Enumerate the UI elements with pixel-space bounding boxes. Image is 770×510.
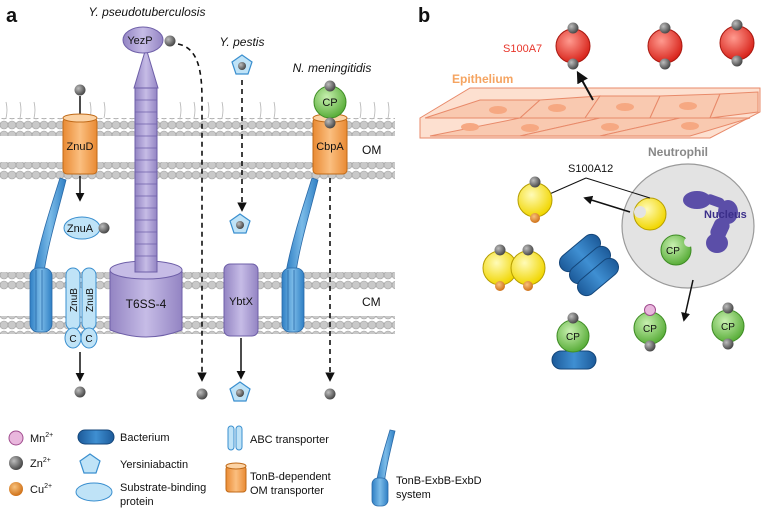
s100a7-secretion-arrow xyxy=(576,70,594,101)
s100a12-in-neutrophil xyxy=(633,197,667,231)
svg-text:Mn2+: Mn2+ xyxy=(30,432,53,445)
s100a7-label: S100A7 xyxy=(503,43,542,55)
cp-with-zinc: CP xyxy=(711,302,745,350)
svg-text:Zn2+: Zn2+ xyxy=(30,457,51,470)
znuc-label-1: C xyxy=(69,334,76,345)
legend-bacterium: Bacterium xyxy=(77,429,170,445)
legend-tonb-exb-system: TonB-ExbB-ExbD system xyxy=(371,429,482,507)
bacteria-cluster xyxy=(559,233,619,297)
znua-label: ZnuA xyxy=(67,223,94,235)
epithelium-label: Epithelium xyxy=(452,72,513,86)
epithelium xyxy=(419,87,761,139)
cm-label: CM xyxy=(362,295,381,309)
panel-a-label: a xyxy=(6,5,18,27)
organism-y-pestis: Y. pestis xyxy=(220,35,265,49)
om-label: OM xyxy=(362,143,381,157)
panel-b-label: b xyxy=(418,5,430,27)
legend-bacterium-text: Bacterium xyxy=(120,432,170,444)
legend-yersiniabactin: Yersiniabactin xyxy=(79,453,188,474)
legend-zn: Zn2+ xyxy=(9,456,51,470)
cp-bound-bacterium: CP xyxy=(551,312,597,370)
legend-tonb-line1: TonB-dependent xyxy=(250,471,331,483)
cp-in-neutrophil: CP xyxy=(660,234,694,266)
legend-mn: Mn2+ xyxy=(8,430,53,446)
cp-label-bound: CP xyxy=(566,332,580,343)
legend-mn-charge: 2+ xyxy=(45,432,53,439)
legend-abc-text: ABC transporter xyxy=(250,434,329,446)
legend-cu: Cu2+ xyxy=(9,482,52,496)
cp-label-zn: CP xyxy=(721,322,735,333)
legend-yersiniabactin-text: Yersiniabactin xyxy=(120,459,188,471)
cp-label-mn: CP xyxy=(643,324,657,335)
legend-exb-line1: TonB-ExbB-ExbD xyxy=(396,475,482,487)
t6ss4-system: T6SS-4 xyxy=(109,46,183,338)
s100a7-proteins xyxy=(555,19,755,70)
cp-release-arrow xyxy=(681,279,694,322)
neutrophil-label: Neutrophil xyxy=(648,145,708,159)
yersiniabactin-pathway: YbtX xyxy=(223,54,259,402)
legend-tonb-line2: OM transporter xyxy=(250,485,324,497)
legend-substrate-line1: Substrate-binding xyxy=(120,482,206,494)
legend-mn-text: Mn xyxy=(30,433,45,445)
legend-abc-transporter: ABC transporter xyxy=(227,425,329,451)
nucleus-label: Nucleus xyxy=(704,209,747,221)
cp-label-neutrophil: CP xyxy=(666,246,680,257)
ybtx-label: YbtX xyxy=(229,296,254,308)
legend-substrate-line2: protein xyxy=(120,496,154,508)
neutrophil-cell xyxy=(621,163,755,289)
legend-exb-line2: system xyxy=(396,489,431,501)
organism-n-meningitidis: N. meningitidis xyxy=(293,61,372,75)
cp-label-panel-a: CP xyxy=(322,97,337,109)
legend-substrate-binding: Substrate-binding protein xyxy=(75,482,206,508)
znub-abc-transporter: ZnuB ZnuB C C xyxy=(64,267,98,398)
znud-transporter: ZnuD xyxy=(62,84,98,202)
s100a12-release-arrow xyxy=(583,195,631,213)
organism-y-pseudotuberculosis: Y. pseudotuberculosis xyxy=(89,5,206,19)
legend-zn-text: Zn xyxy=(30,458,43,470)
s100a12-pointer-lines xyxy=(544,177,651,199)
znud-label: ZnuD xyxy=(67,141,94,153)
legend-cu-text: Cu xyxy=(30,484,44,496)
svg-text:Cu2+: Cu2+ xyxy=(30,483,52,496)
znub-label-1: ZnuB xyxy=(69,288,80,312)
yezp-protein: YezP xyxy=(122,26,208,400)
cbpa-transporter: CbpA CP xyxy=(312,80,348,400)
s100a12-released xyxy=(517,176,553,223)
cbpa-label: CbpA xyxy=(316,141,344,153)
t6ss-label: T6SS-4 xyxy=(126,297,167,311)
cytoplasmic-membrane xyxy=(0,272,395,334)
cp-with-manganese: CP xyxy=(633,304,667,352)
yezp-label: YezP xyxy=(127,35,152,47)
tonb-exb-system-right xyxy=(281,177,319,333)
legend-zn-charge: 2+ xyxy=(43,457,51,464)
znua-protein: ZnuA xyxy=(63,216,110,240)
s100a12-label: S100A12 xyxy=(568,163,613,175)
tonb-exb-system-left xyxy=(29,177,67,333)
s100a12-dimer xyxy=(482,244,546,291)
legend-cu-charge: 2+ xyxy=(44,483,52,490)
legend-tonb-dependent: TonB-dependent OM transporter xyxy=(225,462,331,497)
znub-label-2: ZnuB xyxy=(85,288,96,312)
znuc-label-2: C xyxy=(85,334,92,345)
legend: Mn2+ Zn2+ Cu2+ Bacterium Yersiniabactin … xyxy=(8,425,482,508)
